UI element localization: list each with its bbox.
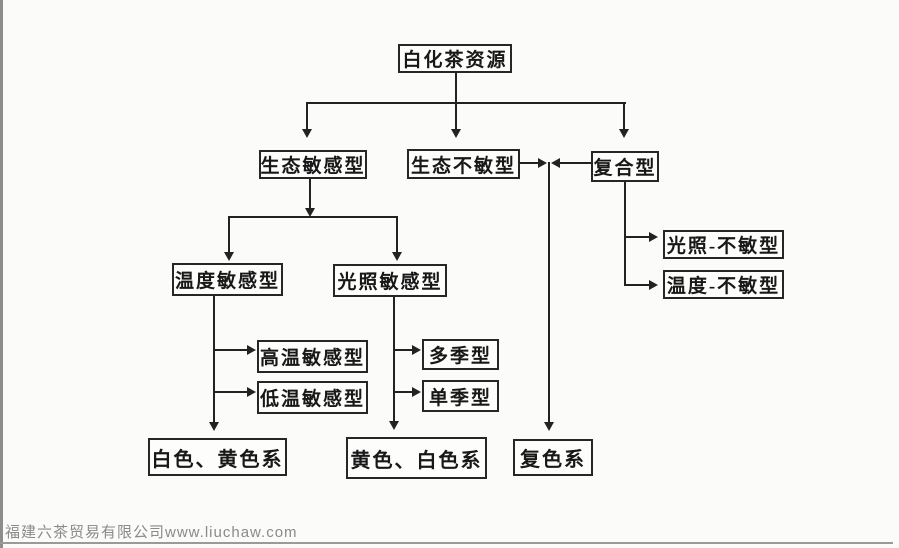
node-label: 复合型 bbox=[593, 158, 657, 179]
node-yellow-white-series: 黄色、白色系 bbox=[346, 437, 487, 479]
arrowhead-right-icon bbox=[538, 158, 547, 168]
connector-line bbox=[396, 216, 398, 253]
watermark-text: 福建六茶贸易有限公司www.liuchaw.com bbox=[5, 524, 298, 541]
connector-line bbox=[228, 216, 398, 218]
node-label: 光照-不敏型 bbox=[666, 236, 781, 257]
arrowhead-right-icon bbox=[649, 280, 658, 290]
node-multicolor-series: 复色系 bbox=[513, 439, 593, 476]
arrowhead-right-icon bbox=[247, 345, 256, 355]
node-composite: 复合型 bbox=[591, 151, 659, 182]
connector-line bbox=[228, 216, 230, 253]
connector-line bbox=[455, 72, 457, 104]
connector-line bbox=[624, 182, 626, 285]
connector-line bbox=[213, 296, 215, 423]
node-high-temp-sensitive: 高温敏感型 bbox=[257, 340, 368, 373]
arrowhead-down-icon bbox=[305, 208, 315, 217]
connector-line bbox=[393, 391, 413, 393]
node-label: 温度-不敏型 bbox=[666, 276, 781, 297]
node-label: 光照敏感型 bbox=[337, 272, 443, 293]
connector-line bbox=[623, 102, 625, 130]
node-light-insensitive: 光照-不敏型 bbox=[663, 230, 784, 259]
arrowhead-down-icon bbox=[389, 421, 399, 430]
arrowhead-down-icon bbox=[224, 252, 234, 261]
arrowhead-right-icon bbox=[649, 232, 658, 242]
node-label: 低温敏感型 bbox=[259, 389, 365, 410]
connector-line bbox=[393, 297, 395, 422]
node-white-yellow-series: 白色、黄色系 bbox=[148, 438, 287, 476]
node-label: 多季型 bbox=[428, 346, 492, 367]
connector-line bbox=[306, 102, 626, 104]
arrowhead-down-icon bbox=[544, 422, 554, 431]
node-label: 生态不敏型 bbox=[410, 155, 516, 177]
node-eco-sensitive: 生态敏感型 bbox=[259, 150, 367, 179]
node-light-sensitive: 光照敏感型 bbox=[333, 264, 447, 297]
node-label: 复色系 bbox=[520, 449, 586, 471]
node-label: 白色、黄色系 bbox=[151, 448, 284, 471]
arrowhead-right-icon bbox=[247, 387, 256, 397]
arrowhead-left-icon bbox=[551, 158, 560, 168]
arrowhead-right-icon bbox=[412, 387, 421, 397]
scan-left-edge-strip bbox=[0, 0, 3, 548]
node-temp-sensitive: 温度敏感型 bbox=[172, 263, 283, 296]
arrowhead-down-icon bbox=[451, 129, 461, 138]
scan-bottom-rule bbox=[0, 542, 893, 544]
connector-line bbox=[624, 284, 650, 286]
node-label: 温度敏感型 bbox=[174, 271, 280, 292]
arrowhead-right-icon bbox=[412, 345, 421, 355]
node-single-season: 单季型 bbox=[422, 380, 499, 412]
node-label: 单季型 bbox=[428, 387, 492, 409]
connector-line bbox=[624, 236, 650, 238]
connector-line bbox=[393, 349, 413, 351]
arrowhead-down-icon bbox=[392, 252, 402, 261]
node-root: 白化茶资源 bbox=[398, 44, 512, 73]
node-label: 白化茶资源 bbox=[402, 50, 508, 71]
connector-line bbox=[455, 102, 457, 130]
node-multi-season: 多季型 bbox=[422, 339, 499, 370]
arrowhead-down-icon bbox=[619, 129, 629, 138]
connector-line bbox=[213, 349, 251, 351]
arrowhead-down-icon bbox=[302, 129, 312, 138]
connector-line bbox=[520, 162, 539, 164]
node-low-temp-sensitive: 低温敏感型 bbox=[257, 381, 368, 414]
connector-line bbox=[548, 162, 550, 422]
connector-line bbox=[213, 391, 251, 393]
node-label: 黄色、白色系 bbox=[350, 449, 483, 472]
connector-line bbox=[306, 102, 308, 130]
node-label: 生态敏感型 bbox=[260, 156, 366, 177]
node-eco-insensitive: 生态不敏型 bbox=[407, 149, 520, 179]
connector-line bbox=[558, 162, 591, 164]
node-label: 高温敏感型 bbox=[259, 348, 365, 369]
node-temp-insensitive: 温度-不敏型 bbox=[663, 270, 784, 299]
arrowhead-down-icon bbox=[209, 422, 219, 431]
connector-line bbox=[309, 179, 311, 209]
